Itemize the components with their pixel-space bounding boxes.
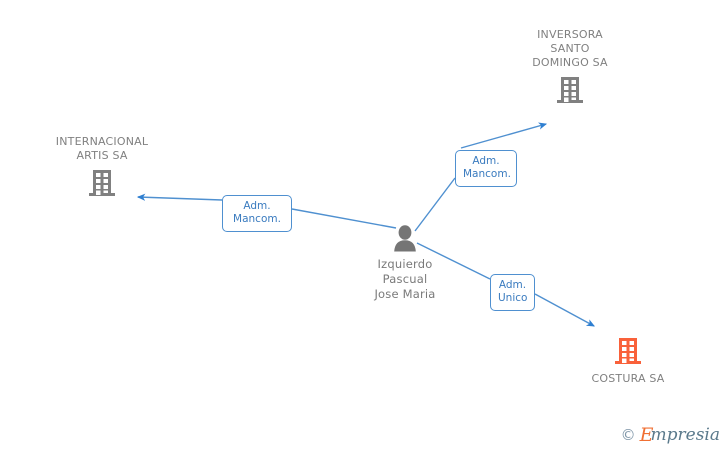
edge-line-to-costura-segment-b	[534, 293, 595, 327]
person-icon	[394, 225, 416, 252]
empresia-logo-initial: E	[639, 424, 654, 446]
building-icon	[557, 77, 583, 103]
node-costura-sa[interactable]: COSTURA SA	[553, 335, 703, 386]
edge-label-adm-mancom-inversora[interactable]: Adm. Mancom.	[455, 150, 517, 187]
node-icon-wrap-internacional-artis	[27, 167, 177, 199]
empresia-logo: Empresia	[639, 424, 721, 446]
node-icon-wrap-person	[330, 222, 480, 254]
edge-line-to-inversora-segment-b	[460, 122, 548, 149]
node-label-inversora-santo-domingo: INVERSORA SANTO DOMINGO SA	[532, 28, 608, 69]
edge-label-adm-unico-costura[interactable]: Adm. Unico	[490, 274, 535, 311]
node-label-izquierdo-pascual-jose-maria: Izquierdo Pascual Jose Maria	[374, 257, 436, 301]
copyright-icon: ©	[620, 425, 636, 444]
edge-label-adm-mancom-internacional-artis[interactable]: Adm. Mancom.	[222, 195, 292, 232]
empresia-logo-text: mpresia	[650, 425, 721, 445]
node-inversora-santo-domingo[interactable]: INVERSORA SANTO DOMINGO SA	[495, 28, 645, 106]
building-icon	[89, 170, 115, 196]
node-label-internacional-artis: INTERNACIONAL ARTIS SA	[55, 135, 149, 162]
node-label-costura-sa: COSTURA SA	[591, 372, 665, 385]
node-icon-wrap-costura	[553, 335, 703, 367]
node-internacional-artis[interactable]: INTERNACIONAL ARTIS SA	[27, 135, 177, 199]
empresia-watermark: © Empresia	[620, 424, 721, 446]
building-icon	[615, 338, 641, 364]
node-icon-wrap-inversora	[495, 74, 645, 106]
node-izquierdo-pascual-jose-maria[interactable]: Izquierdo Pascual Jose Maria	[330, 222, 480, 302]
